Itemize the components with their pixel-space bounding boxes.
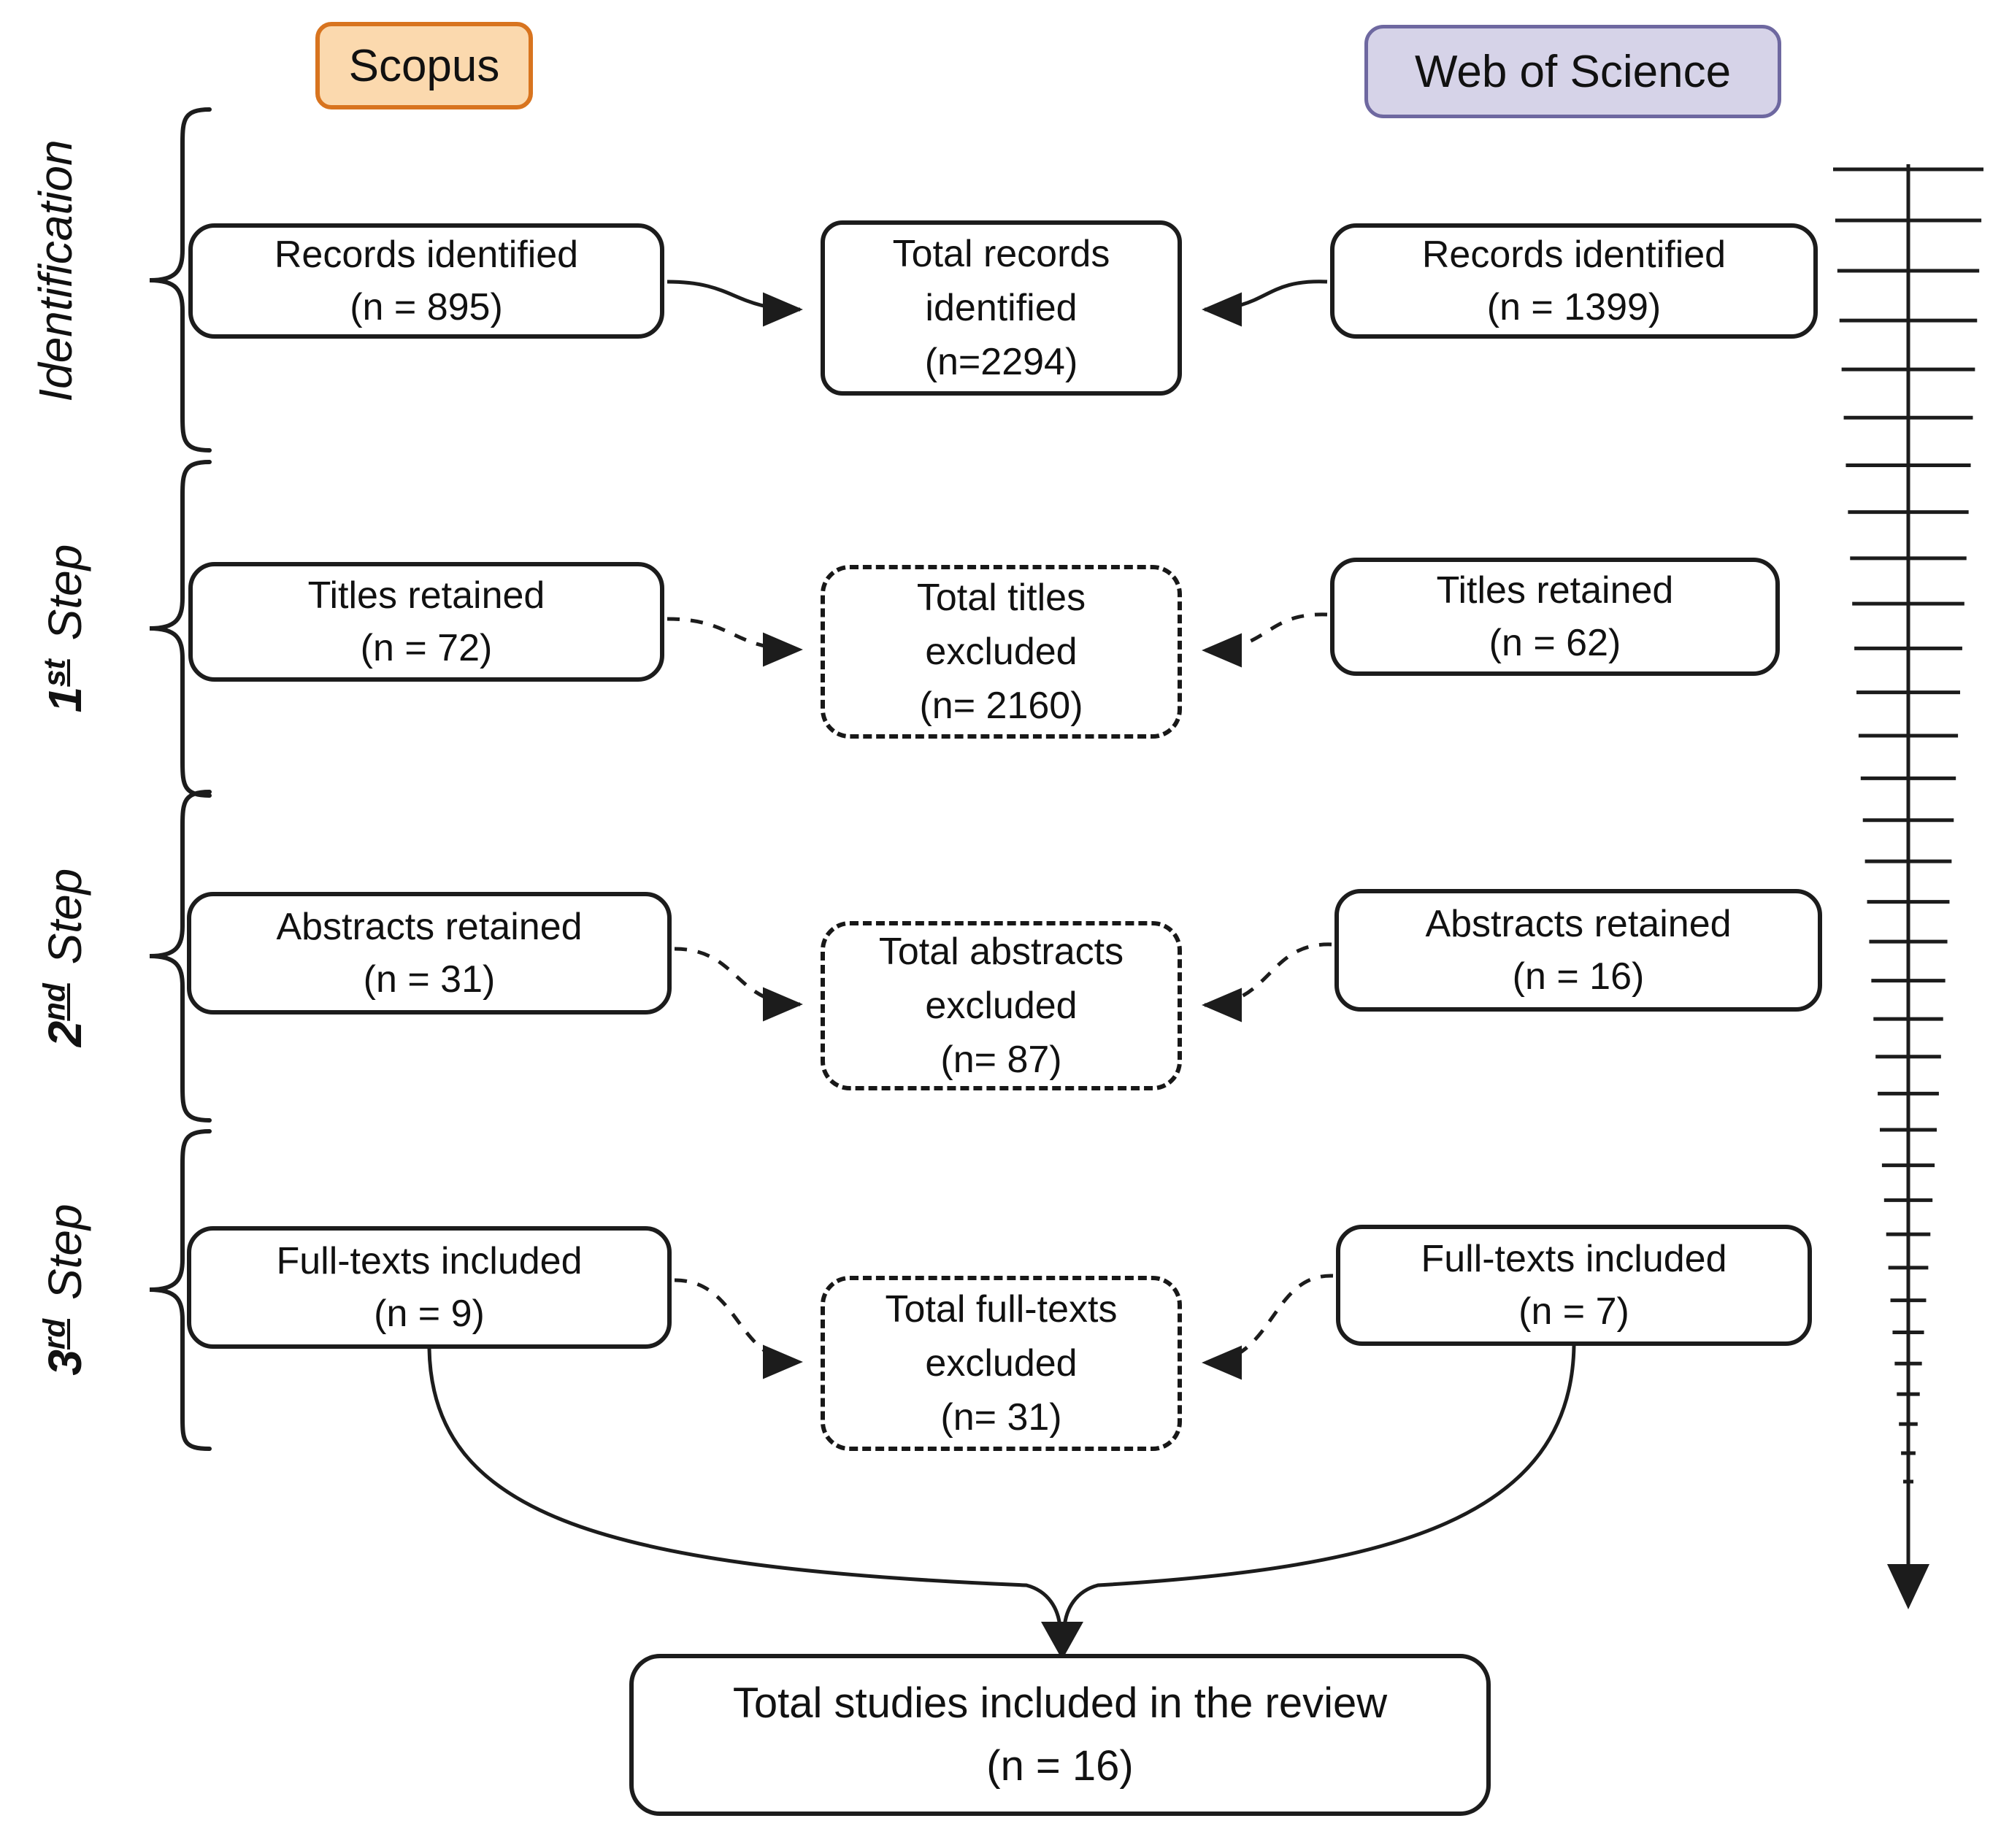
box-total-titles-excluded: Total titles excluded (n= 2160) xyxy=(821,565,1182,739)
web-of-science-header-label: Web of Science xyxy=(1414,46,1732,97)
arrow-wos-fulltexts-excluded xyxy=(1202,1274,1334,1380)
box-wos-fulltexts-included: Full-texts included (n = 7) xyxy=(1336,1225,1812,1346)
box-line: (n = 895) xyxy=(350,286,503,328)
arrow-scopus-to-total-records xyxy=(667,280,803,327)
web-of-science-header: Web of Science xyxy=(1364,25,1781,118)
box-line: Titles retained xyxy=(1436,569,1674,612)
stage-label-word: Step xyxy=(39,868,92,965)
scopus-header: Scopus xyxy=(315,22,533,109)
arrow-wos-to-total-records xyxy=(1202,280,1328,327)
box-line: (n = 72) xyxy=(360,627,493,669)
box-line: Records identified xyxy=(1421,234,1727,276)
box-line: (n= 31) xyxy=(940,1396,1062,1439)
box-line: (n= 87) xyxy=(940,1039,1062,1081)
box-line: Full-texts included xyxy=(1421,1238,1727,1280)
brace-identification xyxy=(149,107,212,453)
box-line: (n = 16) xyxy=(1512,955,1645,998)
stage-label-word: Identification xyxy=(29,139,82,402)
box-line: (n = 16) xyxy=(986,1742,1134,1790)
stage-label-word: Step xyxy=(39,544,92,641)
box-line: (n = 1399) xyxy=(1486,286,1662,328)
brace-step-3 xyxy=(149,1129,212,1451)
box-total-fulltexts-excluded: Total full-texts excluded (n= 31) xyxy=(821,1276,1182,1451)
box-scopus-fulltexts-included: Full-texts included (n = 9) xyxy=(187,1226,672,1349)
box-line: (n=2294) xyxy=(924,341,1078,383)
arrow-wos-titles-excluded xyxy=(1202,612,1328,668)
box-line: (n = 7) xyxy=(1518,1290,1629,1333)
stage-label-word: Step xyxy=(39,1204,92,1301)
box-line: Records identified xyxy=(274,234,579,276)
arrow-scopus-fulltexts-excluded xyxy=(674,1278,803,1379)
box-line: (n = 62) xyxy=(1489,622,1621,664)
box-line: (n = 9) xyxy=(374,1293,485,1335)
ruler-arrowhead xyxy=(1887,1564,1929,1609)
ruler-tick-marks xyxy=(1833,167,1983,1484)
box-total-records-identified: Total records identified (n=2294) xyxy=(821,220,1182,396)
box-scopus-titles-retained: Titles retained (n = 72) xyxy=(188,562,664,682)
box-scopus-records-identified: Records identified (n = 895) xyxy=(188,223,664,339)
scopus-header-label: Scopus xyxy=(348,40,500,91)
arrow-wos-abstracts-excluded xyxy=(1202,942,1332,1023)
box-line: excluded xyxy=(925,985,1078,1027)
box-line: Abstracts retained xyxy=(1425,903,1732,945)
box-line: Titles retained xyxy=(307,574,545,617)
box-wos-abstracts-retained: Abstracts retained (n = 16) xyxy=(1334,889,1822,1012)
box-line: Total full-texts xyxy=(885,1288,1118,1331)
curve-wos-to-final xyxy=(1062,1345,1576,1628)
arrow-scopus-titles-excluded xyxy=(667,617,803,667)
box-line: Total abstracts xyxy=(878,931,1124,973)
stage-label-step-3: 3rdStep xyxy=(37,1204,92,1376)
box-total-abstracts-excluded: Total abstracts excluded (n= 87) xyxy=(821,921,1182,1090)
box-wos-records-identified: Records identified (n = 1399) xyxy=(1330,223,1818,339)
curve-scopus-to-final xyxy=(427,1348,1062,1628)
box-line: Full-texts included xyxy=(276,1240,583,1282)
brace-step-1 xyxy=(149,460,212,798)
box-line: Total titles xyxy=(916,577,1086,619)
box-line: excluded xyxy=(925,631,1078,673)
box-line: Total studies included in the review xyxy=(732,1679,1388,1727)
arrow-scopus-abstracts-excluded xyxy=(674,947,803,1022)
arrowhead-final xyxy=(1041,1622,1083,1660)
box-wos-titles-retained: Titles retained (n = 62) xyxy=(1330,558,1780,676)
brace-step-2 xyxy=(149,790,212,1123)
box-line: (n= 2160) xyxy=(919,685,1083,727)
box-scopus-abstracts-retained: Abstracts retained (n = 31) xyxy=(187,892,672,1015)
box-line: identified xyxy=(925,287,1078,329)
box-total-studies-included: Total studies included in the review (n … xyxy=(629,1654,1491,1816)
box-line: Abstracts retained xyxy=(276,906,583,948)
box-line: excluded xyxy=(925,1342,1078,1385)
box-line: (n = 31) xyxy=(363,958,496,1001)
box-line: Total records xyxy=(892,233,1110,275)
